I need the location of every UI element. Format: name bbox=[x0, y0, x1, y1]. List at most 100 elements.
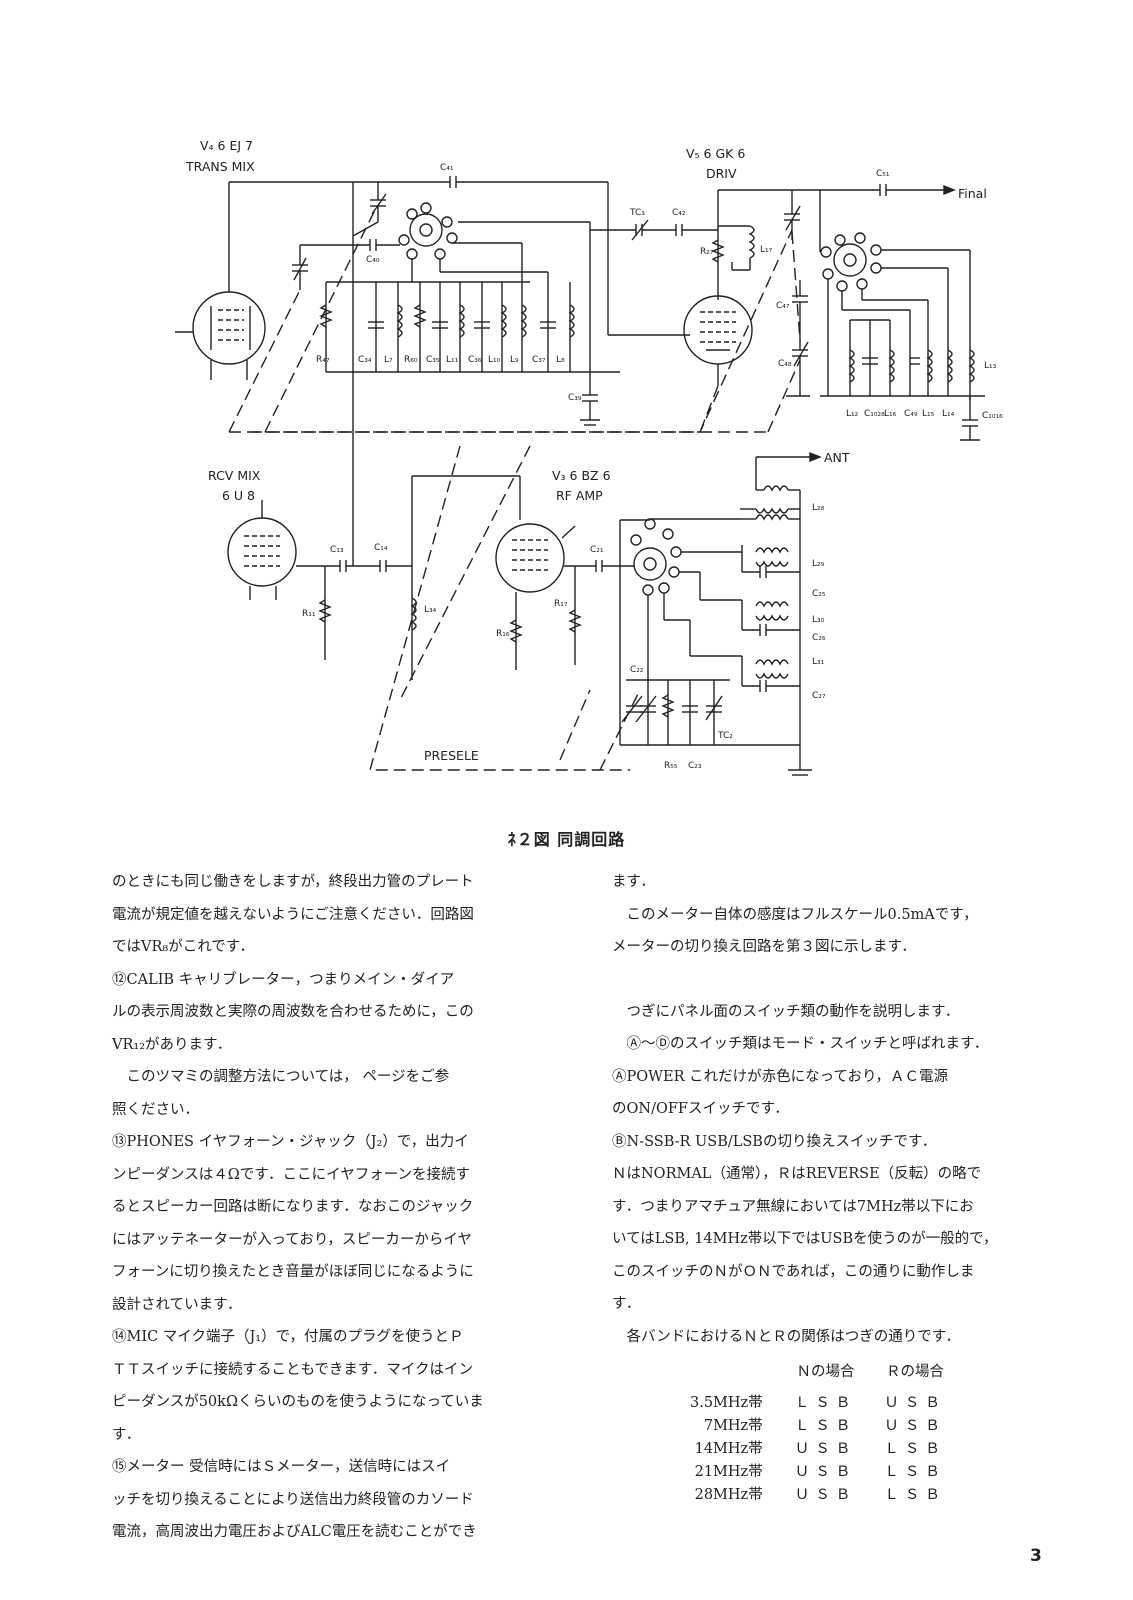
preselector-label: PRESELE bbox=[424, 748, 479, 763]
c42-label: C₄₂ bbox=[672, 208, 686, 218]
c26-label: C₂₆ bbox=[812, 633, 826, 643]
left-line: ⑫CALIB キャリブレーター，つまりメイン・ダイア bbox=[112, 971, 455, 988]
band-cell: 3.5MHz帯 bbox=[690, 1395, 763, 1411]
r17-label: R₁₇ bbox=[554, 599, 568, 609]
table-row: 7MHz帯 ＬＳＢ ＵＳＢ bbox=[676, 1415, 960, 1438]
reverse-mode-cell: ＵＳＢ bbox=[884, 1395, 946, 1411]
tc3-label: TC₃ bbox=[629, 208, 645, 218]
reverse-mode-cell: ＬＳＢ bbox=[884, 1487, 946, 1503]
v4-title-label: V₄ 6 EJ 7 bbox=[200, 138, 253, 153]
r55-label: R₅₅ bbox=[664, 761, 678, 771]
band-switch-upper-left bbox=[398, 202, 458, 260]
right-text-column: ます． このメーター自体の感度はフルスケール0.5mAです， メーターの切り換え… bbox=[612, 866, 1032, 1507]
normal-mode-cell: ＵＳＢ bbox=[794, 1464, 857, 1480]
c47-label: C₄₇ bbox=[776, 301, 790, 311]
c36-label: C₃₆ bbox=[468, 355, 482, 365]
table-header-cell bbox=[676, 1361, 781, 1392]
c39-label: C₃₉ bbox=[568, 393, 582, 403]
l16-label: L₁₆ bbox=[884, 409, 897, 419]
right-line: す． bbox=[612, 1296, 641, 1312]
band-cell: 7MHz帯 bbox=[703, 1418, 763, 1434]
rcv-title-label: RCV MIX bbox=[208, 468, 261, 483]
l15-label: L₁₅ bbox=[922, 409, 935, 419]
left-line: ではVR₈がこれです． bbox=[112, 939, 255, 955]
left-line: ⑬PHONES イヤフォーン・ジャック（J₂）で，出力イ bbox=[112, 1134, 469, 1150]
r47-label: R₄₇ bbox=[316, 355, 330, 365]
normal-mode-cell: ＬＳＢ bbox=[794, 1418, 857, 1434]
reverse-mode-cell: ＵＳＢ bbox=[884, 1418, 946, 1434]
table-header-cell: Ｎの場合 bbox=[796, 1364, 855, 1380]
right-line: す．つまりアマチュア無線においては7MHz帯以下にお bbox=[612, 1198, 974, 1215]
normal-mode-cell: ＵＳＢ bbox=[794, 1441, 857, 1457]
band-switch-lower bbox=[630, 518, 682, 596]
c13-label: C₁₃ bbox=[330, 545, 344, 555]
left-line: のときにも同じ働きをしますが，終段出力管のプレート bbox=[112, 874, 474, 890]
r16-label: R₁₆ bbox=[496, 629, 510, 639]
left-line: ルの表示周波数と実際の周波数を合わせるために，この bbox=[112, 1004, 474, 1020]
right-line: ます． bbox=[612, 874, 655, 890]
left-line: ッチを切り換えることにより送信出力終段管のカソード bbox=[112, 1491, 474, 1508]
c34-label: C₃₄ bbox=[358, 355, 372, 365]
table-row: 28MHz帯 ＵＳＢ ＬＳＢ bbox=[676, 1484, 960, 1507]
table-row: 14MHz帯 ＵＳＢ ＬＳＢ bbox=[676, 1438, 960, 1461]
c51-label: C₅₁ bbox=[876, 169, 890, 179]
band-sideband-table: Ｎの場合 Ｒの場合 3.5MHz帯 ＬＳＢ ＵＳＢ 7MHz帯 ＬＳＢ ＵＳＢ … bbox=[676, 1361, 960, 1507]
c22-label: C₂₂ bbox=[630, 665, 644, 675]
c21-label: C₂₁ bbox=[590, 545, 604, 555]
figure-caption: ﾈ２図 同調回路 bbox=[507, 830, 626, 849]
v3-tube-symbol bbox=[495, 523, 576, 670]
right-line: ⒶPOWER これだけが赤色になっており，ＡＣ電源 bbox=[612, 1068, 948, 1085]
antenna-label: ANT bbox=[824, 450, 850, 465]
l11-label: L₁₁ bbox=[446, 355, 459, 365]
left-line: ンピーダンスは４Ωです．ここにイヤフォーンを接続す bbox=[112, 1166, 470, 1183]
table-header-row: Ｎの場合 Ｒの場合 bbox=[676, 1361, 960, 1392]
page-number: 3 bbox=[1030, 1546, 1042, 1566]
v4-sub-label: TRANS MIX bbox=[185, 159, 255, 174]
right-line: 各バンドにおけるＮとＲの関係はつぎの通りです． bbox=[626, 1328, 961, 1345]
l34-label: L₃₄ bbox=[424, 605, 437, 615]
left-line: す． bbox=[112, 1426, 141, 1443]
l14-label: L₁₄ bbox=[942, 409, 955, 419]
band-switch-upper-right bbox=[820, 232, 882, 292]
right-line: つぎにパネル面のスイッチ類の動作を説明します． bbox=[626, 1003, 960, 1020]
c49-label: C₄₉ bbox=[904, 409, 918, 419]
right-line: のON/OFFスイッチです． bbox=[612, 1101, 789, 1117]
v3-sub-label: RF AMP bbox=[556, 488, 603, 503]
right-line: いてはLSB, 14MHz帯以下ではUSBを使うのが一般的で， bbox=[612, 1231, 998, 1247]
l12-label: L₁₂ bbox=[846, 409, 859, 419]
c1028-label: C₁₀₂₈ bbox=[864, 409, 885, 419]
left-line: ⑮メーター 受信時にはＳメーター，送信時にはスイ bbox=[112, 1459, 451, 1475]
c1016-label: C₁₀₁₆ bbox=[982, 411, 1003, 421]
right-line: このスイッチのＮがＯＮであれば，この通りに動作しま bbox=[612, 1263, 975, 1280]
left-line: このツマミの調整方法については， ページをご参 bbox=[126, 1069, 450, 1085]
left-line: VR₁₂があります． bbox=[112, 1036, 232, 1053]
v3-title-label: V₃ 6 BZ 6 bbox=[552, 468, 611, 483]
schematic-svg: V₄ 6 EJ 7 TRANS MIX V₅ 6 GK 6 DRIV RCV M… bbox=[175, 138, 1003, 776]
l8-label: L₈ bbox=[556, 355, 565, 365]
rcv-mix-tube-symbol bbox=[227, 500, 297, 600]
left-line: るとスピーカー回路は断になります．なおこのジャック bbox=[112, 1199, 474, 1215]
c37-label: C₃₇ bbox=[532, 355, 546, 365]
table-row: 3.5MHz帯 ＬＳＢ ＵＳＢ bbox=[676, 1392, 960, 1415]
l30-label: L₃₀ bbox=[812, 615, 825, 625]
c40-label: C₄₀ bbox=[366, 255, 380, 265]
c23-label: C₂₃ bbox=[688, 761, 702, 771]
final-output-label: Final bbox=[958, 186, 987, 201]
l13-label: L₁₃ bbox=[984, 361, 997, 371]
right-line: ⒷN-SSB-R USB/LSBの切り換えスイッチです． bbox=[612, 1133, 937, 1150]
normal-mode-cell: ＬＳＢ bbox=[794, 1395, 857, 1411]
c14-label: C₁₄ bbox=[374, 543, 388, 553]
l28-label: L₂₈ bbox=[812, 503, 825, 513]
rcv-sub-label: 6 U 8 bbox=[222, 488, 255, 503]
normal-mode-cell: ＵＳＢ bbox=[794, 1487, 857, 1503]
v5-title-label: V₅ 6 GK 6 bbox=[686, 146, 745, 161]
table-header-cell: Ｒの場合 bbox=[885, 1364, 944, 1380]
paragraph-gap bbox=[612, 964, 1032, 996]
right-line: ＮはNORMAL（通常），ＲはREVERSE（反転）の略で bbox=[612, 1166, 982, 1182]
l31-label: L₃₁ bbox=[812, 657, 825, 667]
left-line: 照ください． bbox=[112, 1101, 199, 1118]
c27-label: C₂₇ bbox=[812, 691, 826, 701]
tc2-label: TC₂ bbox=[717, 731, 733, 741]
left-line: 設計されています． bbox=[112, 1296, 242, 1313]
right-line: メーターの切り換え回路を第３図に示します． bbox=[612, 939, 916, 955]
